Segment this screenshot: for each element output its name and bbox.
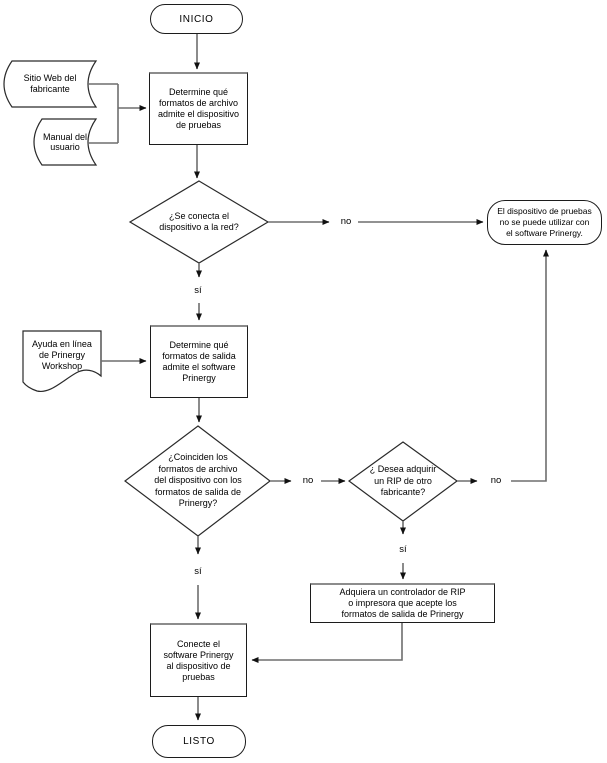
connector-adquiera-to-conecte [251,623,403,663]
process-adquiera-rip: Adquiera un controlador de RIP o impreso… [310,583,495,623]
edge-label-no-rip: no [490,475,502,486]
connectors [88,34,549,721]
process-conecte-prinergy: Conecte el software Prinergy al disposit… [150,623,247,697]
edge-label-no-coinciden: no [302,475,314,486]
decision-coinciden-shape [124,425,271,537]
connector-rip-no-b [511,249,549,482]
process-formatos-archivo: Determine qué formatos de archivo admite… [149,72,248,145]
stored-data-sitio-web-shape [3,60,98,108]
end-terminal: LISTO [152,725,246,758]
edge-label-si-red: sí [194,285,202,296]
decision-rip-shape [347,441,459,522]
edge-label-no-red: no [340,216,352,227]
document-ayuda-shape [22,330,102,393]
terminal-no-utilizar: El dispositivo de pruebas no se puede ut… [487,200,602,245]
edge-label-si-coinciden: sí [194,566,202,577]
start-terminal: INICIO [150,4,243,34]
edge-label-si-rip: sí [399,544,407,555]
decision-red-shape [128,180,270,264]
process-formatos-salida: Determine qué formatos de salida admite … [150,325,248,398]
stored-data-manual-shape [33,118,98,166]
